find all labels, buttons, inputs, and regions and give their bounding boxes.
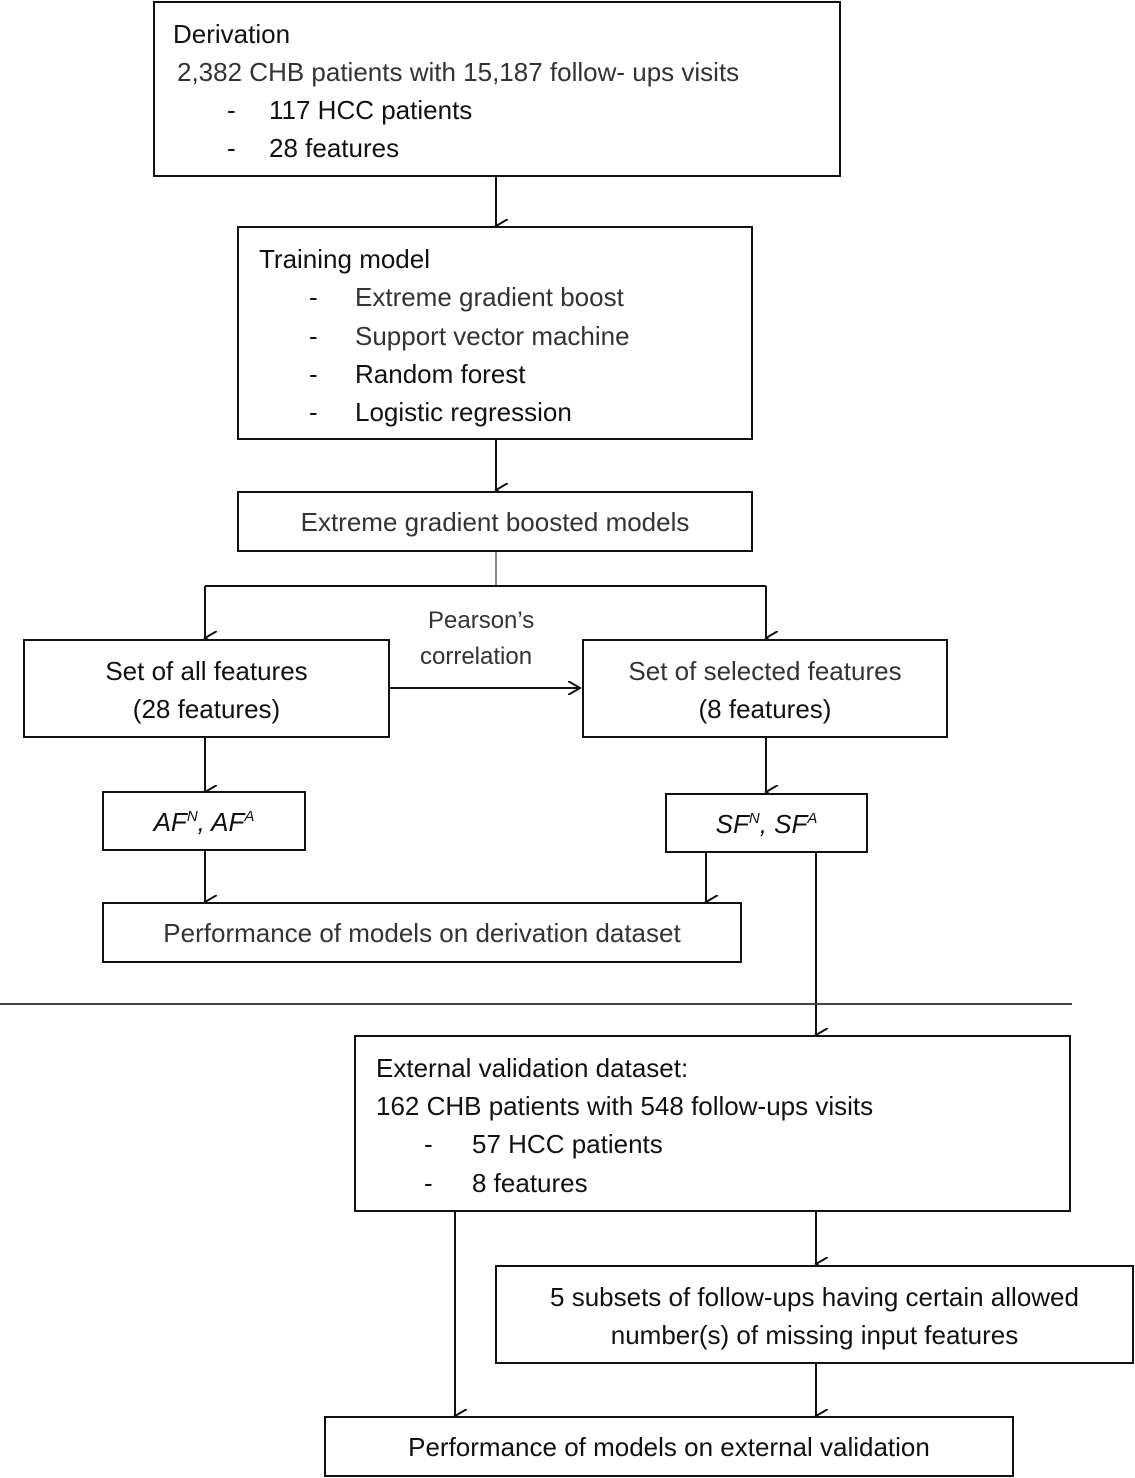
training-item: Logistic regression: [355, 397, 572, 427]
external-item: 8 features: [472, 1168, 588, 1198]
selected-features-line1: Set of selected features: [628, 656, 902, 686]
af-models-label: AFN, AFA: [104, 803, 304, 841]
af-n-sup: N: [186, 808, 198, 825]
derivation-summary: 2,382 CHB patients with 15,187 follow- u…: [177, 57, 740, 87]
derivation-bullet: -: [227, 95, 236, 125]
training-bullet: -: [309, 359, 318, 389]
sf-n-sup: N: [748, 810, 760, 827]
af-sep: ,: [197, 807, 212, 837]
performance-derivation-box: Performance of models on derivation data…: [102, 902, 742, 963]
derivation-item: 117 HCC patients: [269, 95, 473, 125]
sf-a-sup: A: [807, 810, 818, 827]
af-a-sup: A: [244, 808, 255, 825]
sf-a: SF: [774, 809, 808, 839]
selected-features-line2: (8 features): [698, 694, 832, 724]
training-bullet: -: [309, 397, 318, 427]
xgb-models-label: Extreme gradient boosted models: [300, 507, 690, 537]
derivation-item: 28 features: [269, 133, 400, 163]
performance-derivation-label: Performance of models on derivation data…: [163, 918, 681, 948]
selected-features-box: Set of selected features (8 features): [582, 639, 948, 738]
subsets-box: 5 subsets of follow-ups having certain a…: [495, 1265, 1134, 1364]
af-models-box: AFN, AFA: [102, 791, 306, 851]
external-summary: 162 CHB patients with 548 follow-ups vis…: [376, 1091, 874, 1121]
derivation-box: Derivation 2,382 CHB patients with 15,18…: [153, 1, 841, 177]
sf-models-label: SFN, SFA: [667, 805, 866, 843]
pearson-label-line2: correlation: [420, 643, 533, 670]
training-bullet: -: [309, 321, 318, 351]
subsets-line1: 5 subsets of follow-ups having certain a…: [550, 1282, 1079, 1312]
performance-external-box: Performance of models on external valida…: [324, 1416, 1014, 1477]
training-item: Support vector machine: [355, 321, 630, 351]
training-title: Training model: [259, 244, 431, 274]
derivation-bullet: -: [227, 133, 236, 163]
training-model-box: Training model - Extreme gradient boost …: [237, 226, 753, 440]
subsets-line2: number(s) of missing input features: [610, 1320, 1019, 1350]
derivation-title: Derivation: [173, 19, 291, 49]
sf-sep: ,: [759, 809, 775, 839]
external-bullet: -: [424, 1129, 433, 1159]
all-features-line1: Set of all features: [105, 656, 308, 686]
af-n: AF: [153, 807, 187, 837]
performance-external-label: Performance of models on external valida…: [408, 1432, 930, 1462]
external-validation-box: External validation dataset: 162 CHB pat…: [354, 1035, 1071, 1212]
sf-n: SF: [715, 809, 749, 839]
sf-models-box: SFN, SFA: [665, 793, 868, 853]
training-item: Extreme gradient boost: [355, 282, 624, 312]
external-item: 57 HCC patients: [472, 1129, 663, 1159]
training-item: Random forest: [355, 359, 526, 389]
xgb-models-box: Extreme gradient boosted models: [237, 491, 753, 552]
all-features-box: Set of all features (28 features): [23, 639, 390, 738]
external-bullet: -: [424, 1168, 433, 1198]
external-title: External validation dataset:: [376, 1053, 689, 1083]
af-a: AF: [211, 807, 245, 837]
training-bullet: -: [309, 282, 318, 312]
all-features-line2: (28 features): [132, 694, 281, 724]
pearson-label-line1: Pearson’s: [428, 607, 535, 634]
